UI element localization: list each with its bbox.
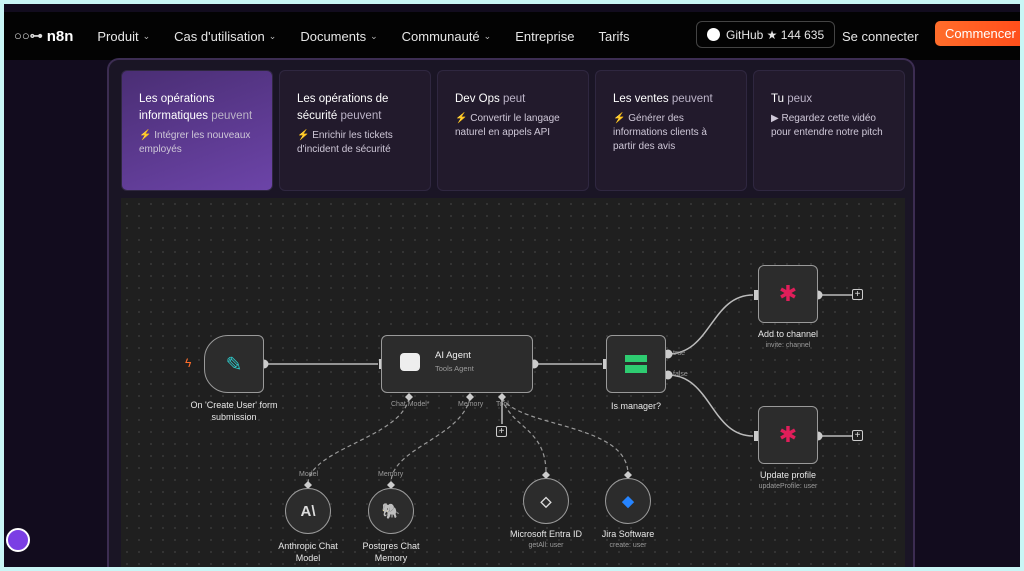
chevron-down-icon: ⌄ [370,30,378,41]
github-icon [707,28,720,41]
memory-port-label: Memory [378,471,404,478]
top-nav: ○○⊶n8n Produit⌄ Cas d'utilisation⌄ Docum… [4,12,1020,60]
start-button[interactable]: Commencer [935,21,1020,46]
edge-true [667,294,754,355]
slack-icon: ✱ [778,422,798,447]
postgres-label: Postgres Chat Memory [362,541,420,563]
edge-tool-entra [501,397,547,474]
nav-tarifs[interactable]: Tarifs [598,28,630,44]
if-true-label: true [673,350,686,357]
n8n-logo[interactable]: ○○⊶n8n [14,27,74,45]
model-port-label: Model [299,471,319,478]
postgres-icon: 🐘 [381,503,401,520]
entra-icon: ◇ [540,492,552,509]
login-link[interactable]: Se connecter [842,29,919,44]
if-label: Is manager? [610,401,662,411]
nav-cas-utilisation[interactable]: Cas d'utilisation⌄ [174,28,277,44]
tab-dev-ops[interactable]: Dev Ops peut⚡ Convertir le langage natur… [437,70,589,191]
jira-icon: ◆ [622,493,634,510]
port-tool: Tool [496,401,509,408]
nav-communaute[interactable]: Communauté⌄ [401,28,492,44]
node-jira[interactable]: ◆ [605,478,651,524]
port-chat-model: Chat Model* [391,401,430,408]
nav-produit[interactable]: Produit⌄ [97,28,151,44]
anthropic-label: Anthropic Chat Model [278,541,338,563]
nav-documents[interactable]: Documents⌄ [300,28,378,44]
slack-icon: ✱ [778,281,798,306]
node-anthropic[interactable]: A\ [285,488,331,534]
edge-tool-jira [501,397,629,474]
node-add-to-channel[interactable]: ✱ [758,265,818,323]
robot-icon [400,353,420,371]
node-ai-agent[interactable]: AI Agent Tools Agent [381,335,533,393]
add-after-channel-button[interactable]: + [852,289,863,300]
page: ○○⊶n8n Produit⌄ Cas d'utilisation⌄ Docum… [4,4,1020,567]
tab-it-ops[interactable]: Les opérations informatiques peuvent⚡ In… [121,70,273,191]
add-after-update-button[interactable]: + [852,430,863,441]
trigger-label: On 'Create User' form submission [190,400,278,422]
signpost-icon [625,355,647,373]
anthropic-icon: A\ [300,502,316,520]
edge-memory [390,397,471,484]
port-memory: Memory [458,401,484,408]
node-postgres[interactable]: 🐘 [368,488,414,534]
add-tool-button[interactable]: + [496,426,507,437]
github-button[interactable]: GitHub ★ 144 635 [696,21,836,48]
node-update-profile[interactable]: ✱ [758,406,818,464]
chevron-down-icon: ⌄ [268,30,277,41]
chevron-down-icon: ⌄ [142,30,151,41]
node-entra[interactable]: ◇ [523,478,569,524]
tab-sec-ops[interactable]: Les opérations de sécurité peuvent⚡ Enri… [279,70,431,191]
edge-false [667,374,754,437]
node-if[interactable] [606,335,666,393]
if-false-label: false [673,371,688,378]
demo-frame: Les opérations informatiques peuvent⚡ In… [107,58,915,567]
nav-entreprise[interactable]: Entreprise [515,28,575,44]
use-case-tabs: Les opérations informatiques peuvent⚡ In… [121,70,905,191]
edge-model [307,397,410,484]
logo-icon: ○○⊶ [14,28,43,43]
trigger-bolt-icon: ϟ [185,356,192,370]
tab-sales[interactable]: Les ventes peuvent⚡ Générer des informat… [595,70,747,191]
form-icon: ✎ [225,353,243,376]
workflow-canvas[interactable]: ϟ ✎ On 'Create User' form submission AI … [121,198,905,567]
node-form-trigger[interactable]: ✎ [204,335,264,393]
cookie-settings-icon[interactable] [6,528,30,552]
tab-you[interactable]: Tu peux▶ Regardez cette vidéo pour enten… [753,70,905,191]
chevron-down-icon: ⌄ [483,30,492,41]
